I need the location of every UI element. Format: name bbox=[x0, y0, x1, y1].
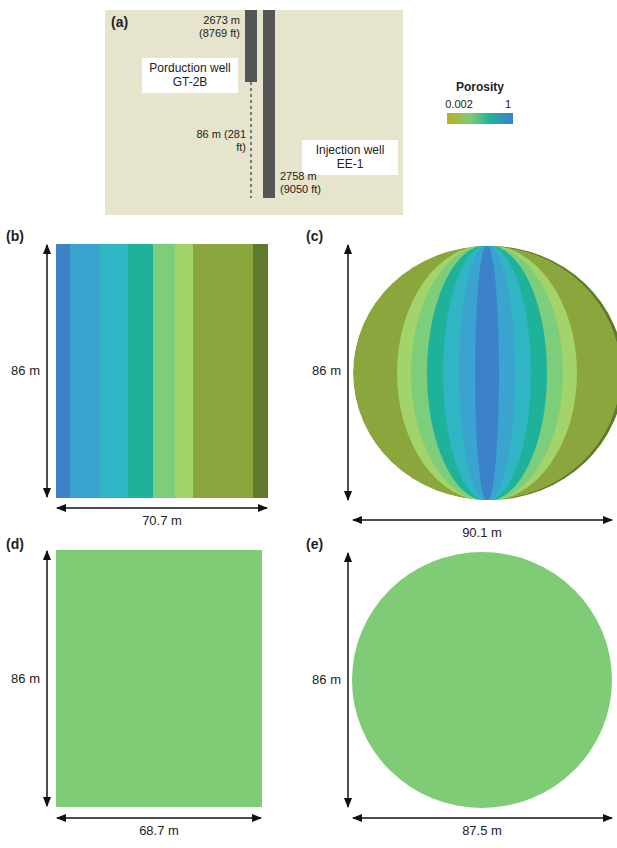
dimension-arrow bbox=[353, 519, 612, 521]
dimension-label: (d) bbox=[6, 536, 24, 553]
dimension-arrow bbox=[57, 507, 267, 509]
colorbar-label: Porosity bbox=[456, 80, 504, 94]
well-gap-line bbox=[250, 82, 251, 198]
dimension-arrow bbox=[347, 245, 349, 500]
dimension-arrow bbox=[46, 245, 48, 497]
dimension-label: 86 m bbox=[11, 671, 40, 687]
injection-well bbox=[263, 10, 275, 198]
dimension-label: 70.7 m bbox=[142, 513, 182, 529]
uniform-disc-model bbox=[352, 552, 612, 808]
panel: (a) Porduction well GT-2B Injection well E… bbox=[105, 10, 403, 215]
node-text: (a) bbox=[111, 14, 397, 31]
dimension-arrow bbox=[353, 817, 612, 819]
depth-label: 2673 m (8769 ft) bbox=[176, 14, 240, 40]
production-well bbox=[245, 10, 257, 82]
dimension-label: 86 m bbox=[312, 672, 341, 688]
depth-label: 2758 m (9050 ft) bbox=[280, 170, 344, 196]
dimension-label: (c) bbox=[306, 228, 323, 245]
uniform-slab-model bbox=[56, 550, 262, 807]
colorbar-label: 1 bbox=[505, 98, 511, 111]
colorbar-label: 0.002 bbox=[445, 98, 473, 111]
panel-background bbox=[105, 10, 403, 215]
dimension-label: 90.1 m bbox=[462, 525, 502, 541]
well-label-box: Porduction well GT-2B bbox=[142, 58, 238, 93]
depth-label: 86 m (281 ft) bbox=[188, 128, 246, 154]
slab-model bbox=[56, 244, 268, 498]
dimension-label: (e) bbox=[306, 536, 323, 553]
porosity-colorbar bbox=[447, 113, 513, 124]
dimension-label: (b) bbox=[6, 228, 24, 245]
node-text: Injection well EE-1 bbox=[307, 143, 393, 172]
dimension-label: 68.7 m bbox=[139, 823, 179, 839]
dimension-arrow bbox=[57, 817, 261, 819]
well-label-box: Injection well EE-1 bbox=[302, 140, 398, 175]
dimension-label: 86 m bbox=[11, 363, 40, 379]
disc-model bbox=[353, 245, 617, 501]
dimension-label: 86 m bbox=[312, 363, 341, 379]
node-text: Porduction well GT-2B bbox=[147, 61, 233, 90]
dimension-arrow bbox=[347, 553, 349, 807]
dimension-label: 87.5 m bbox=[462, 823, 502, 839]
dimension-arrow bbox=[46, 551, 48, 806]
